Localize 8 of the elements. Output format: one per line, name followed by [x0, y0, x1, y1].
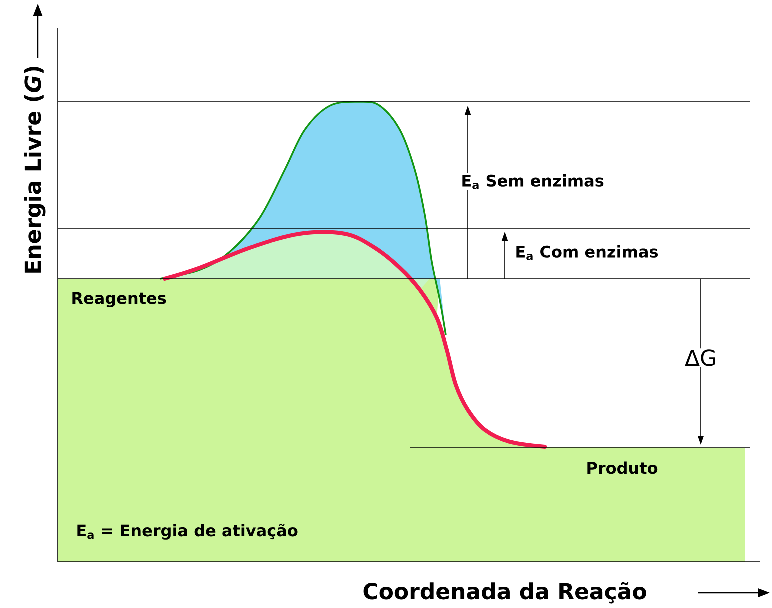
energy-label: E$_{a}$ Sem enzimas — [460, 174, 606, 190]
level-label: Reagentes — [72, 292, 166, 308]
axis-label: Energia Livre (G) — [24, 67, 46, 273]
note-text: E$_{a}$ = Energia de ativação — [78, 524, 298, 540]
energy-label: E$_{a}$ Com enzimas — [516, 246, 658, 260]
level-label: Produto — [588, 462, 658, 474]
axis-label: Coordenada da Reação — [364, 582, 646, 604]
delta-label: ΔG — [684, 348, 718, 368]
